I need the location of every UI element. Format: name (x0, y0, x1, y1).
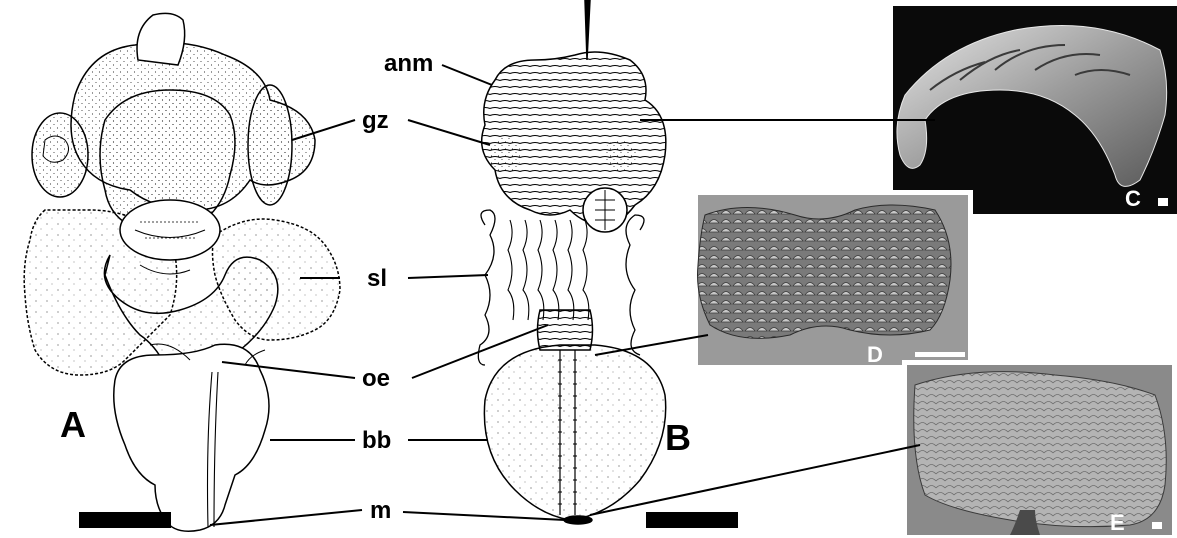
panel-a-drawing (24, 13, 340, 531)
panel-a-buccal-bulb (114, 344, 269, 531)
panel-d-radula (698, 205, 952, 338)
panel-a-right-ganglion (248, 85, 292, 205)
leader-m-left (210, 510, 362, 525)
panel-letter-a: A (60, 404, 86, 445)
scale-bar-b (646, 512, 738, 528)
panel-a-aorta (137, 13, 185, 65)
panel-c-sem (893, 6, 1177, 214)
label-bb: bb (362, 427, 391, 454)
panel-b-salivary-gland-left (478, 210, 495, 365)
panel-b-nerve (585, 0, 590, 60)
leader-d (595, 335, 708, 355)
panel-e-sem (902, 360, 1177, 538)
panel-e-plate (914, 372, 1167, 527)
label-m: m (370, 497, 391, 524)
scale-bar-a (79, 512, 171, 528)
label-anm: anm (384, 50, 433, 77)
leader-sl-right (408, 275, 488, 278)
label-oe: oe (362, 365, 390, 392)
panel-d-sem (693, 190, 973, 370)
panel-b-ducts (508, 220, 589, 320)
panel-b-drawing (478, 0, 665, 524)
panel-a-left-ganglion (32, 113, 88, 197)
leader-m-right (403, 512, 565, 520)
panel-letter-c: C (1125, 186, 1141, 211)
leader-gz-right (408, 120, 490, 145)
leader-anm (442, 65, 492, 85)
panel-b-oesophagus (538, 310, 593, 350)
panel-letter-d: D (867, 342, 883, 367)
panel-b-mouth (564, 516, 592, 524)
label-gz: gz (362, 107, 389, 134)
panel-letter-e: E (1110, 510, 1125, 535)
panel-letter-b: B (665, 417, 691, 458)
label-sl: sl (367, 265, 387, 292)
panel-b-salivary-gland-right (626, 215, 644, 355)
